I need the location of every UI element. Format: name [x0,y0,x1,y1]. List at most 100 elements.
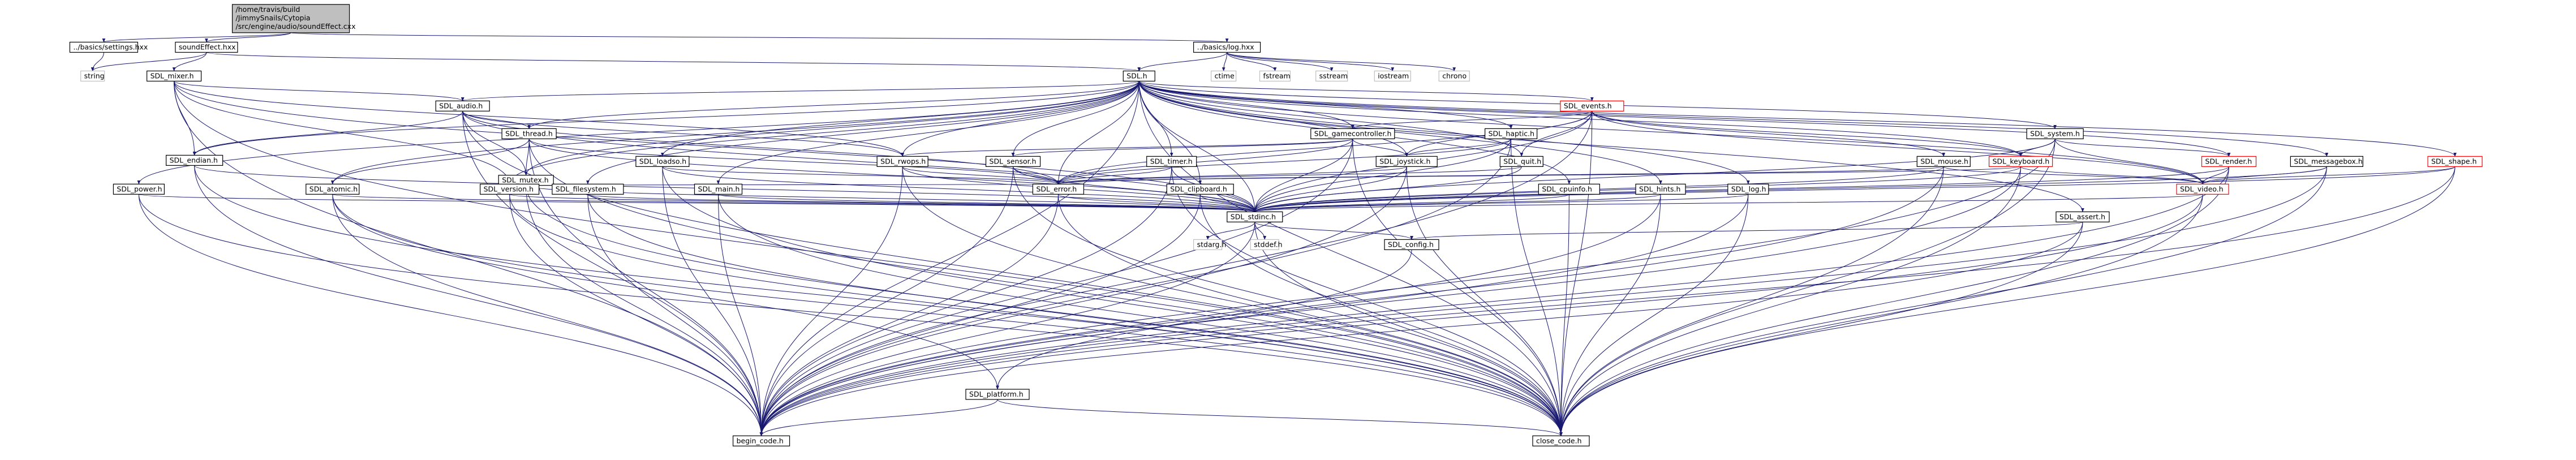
edge-settings_hxx-to-string [91,52,104,72]
node-box [1375,156,1438,167]
edge-sdl_platform-to-begin_code [759,399,998,436]
node-sdl-assert[interactable]: SDL_assert.h [2055,211,2110,222]
edge-sdl_quit-to-sdl_error [1056,166,1522,185]
node-label: SDL_stdinc.h [1231,212,1276,221]
node-sdl-render[interactable]: SDL_render.h [2201,156,2257,167]
edge-sdl_keyboard-to-begin_code [759,166,2022,436]
edge-sdl_filesystem-to-begin_code [587,194,763,436]
node-sdl-endian[interactable]: SDL_endian.h [166,154,223,166]
node-soundeffect-hxx[interactable]: soundEffect.hxx [175,41,238,53]
edge-sdl_log-to-close_code [1559,194,1749,436]
edge-sdl_events-to-close_code [1559,111,1593,436]
node-sdl-loadso[interactable]: SDL_loadso.h [635,156,690,167]
node-box [80,70,105,82]
node-sdl-rwops[interactable]: SDL_rwops.h [876,156,928,167]
edge-sdl_audio-to-sdl_endian [192,111,463,156]
node-sdl-messagebox[interactable]: SDL_messagebox.h [2290,156,2363,167]
node-sdl-keyboard[interactable]: SDL_keyboard.h [1989,156,2053,167]
node-label: SDL_power.h [117,184,162,193]
node-label: string [84,71,105,80]
node-sdl-shape[interactable]: SDL_shape.h [2427,156,2483,167]
node-box [1310,128,1395,139]
node-begin-code[interactable]: begin_code.h [732,435,790,446]
node-sdl-quit[interactable]: SDL_quit.h [1499,156,1543,167]
edge-log_hxx-to-sstream [1227,52,1334,72]
node-sdl-stdinc[interactable]: SDL_stdinc.h [1227,211,1283,222]
node-sdl-clipboard[interactable]: SDL_clipboard.h [1166,183,1234,195]
node-label: soundEffect.hxx [179,42,236,51]
edge-sdl_shape-to-begin_code [759,166,2455,436]
node-label: SDL_version.h [484,184,534,193]
node-sdl-thread[interactable]: SDL_thread.h [501,128,557,139]
node-sdl-atomic[interactable]: SDL_atomic.h [306,183,360,195]
edge-sdl_keyboard-to-close_code [1559,166,2022,436]
node-sdl-cpuinfo[interactable]: SDL_cpuinfo.h [1538,183,1600,195]
node-label: SDL_thread.h [505,129,553,137]
node-sdl-timer[interactable]: SDL_timer.h [1146,156,1197,167]
node-box [1916,156,1971,167]
node-label: /home/travis/build [236,5,300,14]
edge-log_hxx-to-ctime [1222,52,1228,72]
node-sdl-filesystem[interactable]: SDL_filesystem.h [552,183,624,195]
node-box [1315,70,1348,82]
edge-soundeffect_hxx-to-sdl_h [206,52,1141,72]
edge-sdl_h-to-sdl_haptic [1138,81,1513,130]
node-sdl-video[interactable]: SDL_video.h [2176,183,2229,195]
node-sdl-mixer[interactable]: SDL_mixer.h [147,70,202,82]
node-sdl-events[interactable]: SDL_events.h [1560,100,1624,111]
edge-sdl_thread-to-sdl_error [528,139,1060,185]
node-sdl-joystick[interactable]: SDL_joystick.h [1375,156,1438,167]
edge-sdl_config-to-sdl_platform [996,250,1412,390]
node-box [435,100,490,111]
node-box [306,183,360,195]
edge-sdl_system-to-sdl_render [2054,138,2231,157]
node-sdl-main[interactable]: SDL_main.h [694,183,743,195]
edge-sdl_h-to-sdl_timer [1138,81,1173,157]
edge-sdl_mixer-to-begin_code [174,81,763,436]
node-box [1166,183,1234,195]
edge-sdl_system-to-sdl_stdinc [1253,139,2055,213]
node-sdl-sensor[interactable]: SDL_sensor.h [985,156,1041,167]
edge-sdl_filesystem-to-sdl_stdinc [587,194,1257,213]
edge-sdl_assert-to-close_code [1559,222,2083,436]
edge-sdl_loadso-to-close_code [662,166,1563,436]
node-sdl-power[interactable]: SDL_power.h [113,183,165,195]
node-root[interactable]: /home/travis/build/JimmySnails/Cytopia/s… [231,4,356,33]
node-sdl-hints[interactable]: SDL_hints.h [1635,183,1686,195]
node-sdl-error[interactable]: SDL_error.h [1032,183,1085,195]
edge-sdl_h-to-sdl_log [1138,81,1750,185]
edge-sdl_h-to-sdl_stdinc [1138,81,1257,213]
node-sdl-config[interactable]: SDL_config.h [1384,239,1439,250]
node-sdl-log[interactable]: SDL_log.h [1727,183,1769,195]
node-sdl-platform[interactable]: SDL_platform.h [965,389,1030,400]
node-sdl-h[interactable]: SDL.h [1123,70,1155,82]
edge-sdl_joystick-to-sdl_stdinc [1253,166,1407,213]
edge-sdl_h-to-sdl_main [716,81,1139,185]
edge-sdl_stdinc-to-close_code [1254,222,1563,436]
node-box [635,156,690,167]
edge-sdl_gamecontroller-to-sdl_joystick [1352,139,1409,157]
edge-sdl_h-to-sdl_rwops [901,81,1139,157]
edge-sdl_thread-to-close_code [528,139,1563,436]
node-sdl-haptic[interactable]: SDL_haptic.h [1485,128,1538,139]
node-label: stdarg.h [1197,240,1227,248]
node-sdl-mouse[interactable]: SDL_mouse.h [1916,156,1971,167]
edge-log_hxx-to-chrono [1227,52,1456,72]
edge-sdl_power-to-begin_code [138,194,763,436]
node-label: SDL_mutex.h [502,176,549,184]
node-label: SDL_main.h [698,184,740,193]
edge-sdl_h-to-sdl_hints [1138,81,1662,185]
node-log-hxx[interactable]: ../basics/log.hxx [1193,41,1261,53]
node-sdl-version[interactable]: SDL_version.h [480,183,540,195]
node-label: SDL_atomic.h [309,184,358,193]
node-box [1499,156,1543,167]
node-settings-hxx[interactable]: ../basics/settings.hxx [69,41,148,53]
node-sdl-system[interactable]: SDL_system.h [2026,128,2084,139]
node-close-code[interactable]: close_code.h [1532,435,1590,446]
node-box [2427,156,2483,167]
edge-sdl_hints-to-close_code [1559,194,1661,436]
node-sdl-gamecontroller[interactable]: SDL_gamecontroller.h [1310,128,1395,139]
node-sdl-audio[interactable]: SDL_audio.h [435,100,490,111]
edges-layer [91,32,2457,436]
edge-sdl_main-to-begin_code [718,194,763,436]
